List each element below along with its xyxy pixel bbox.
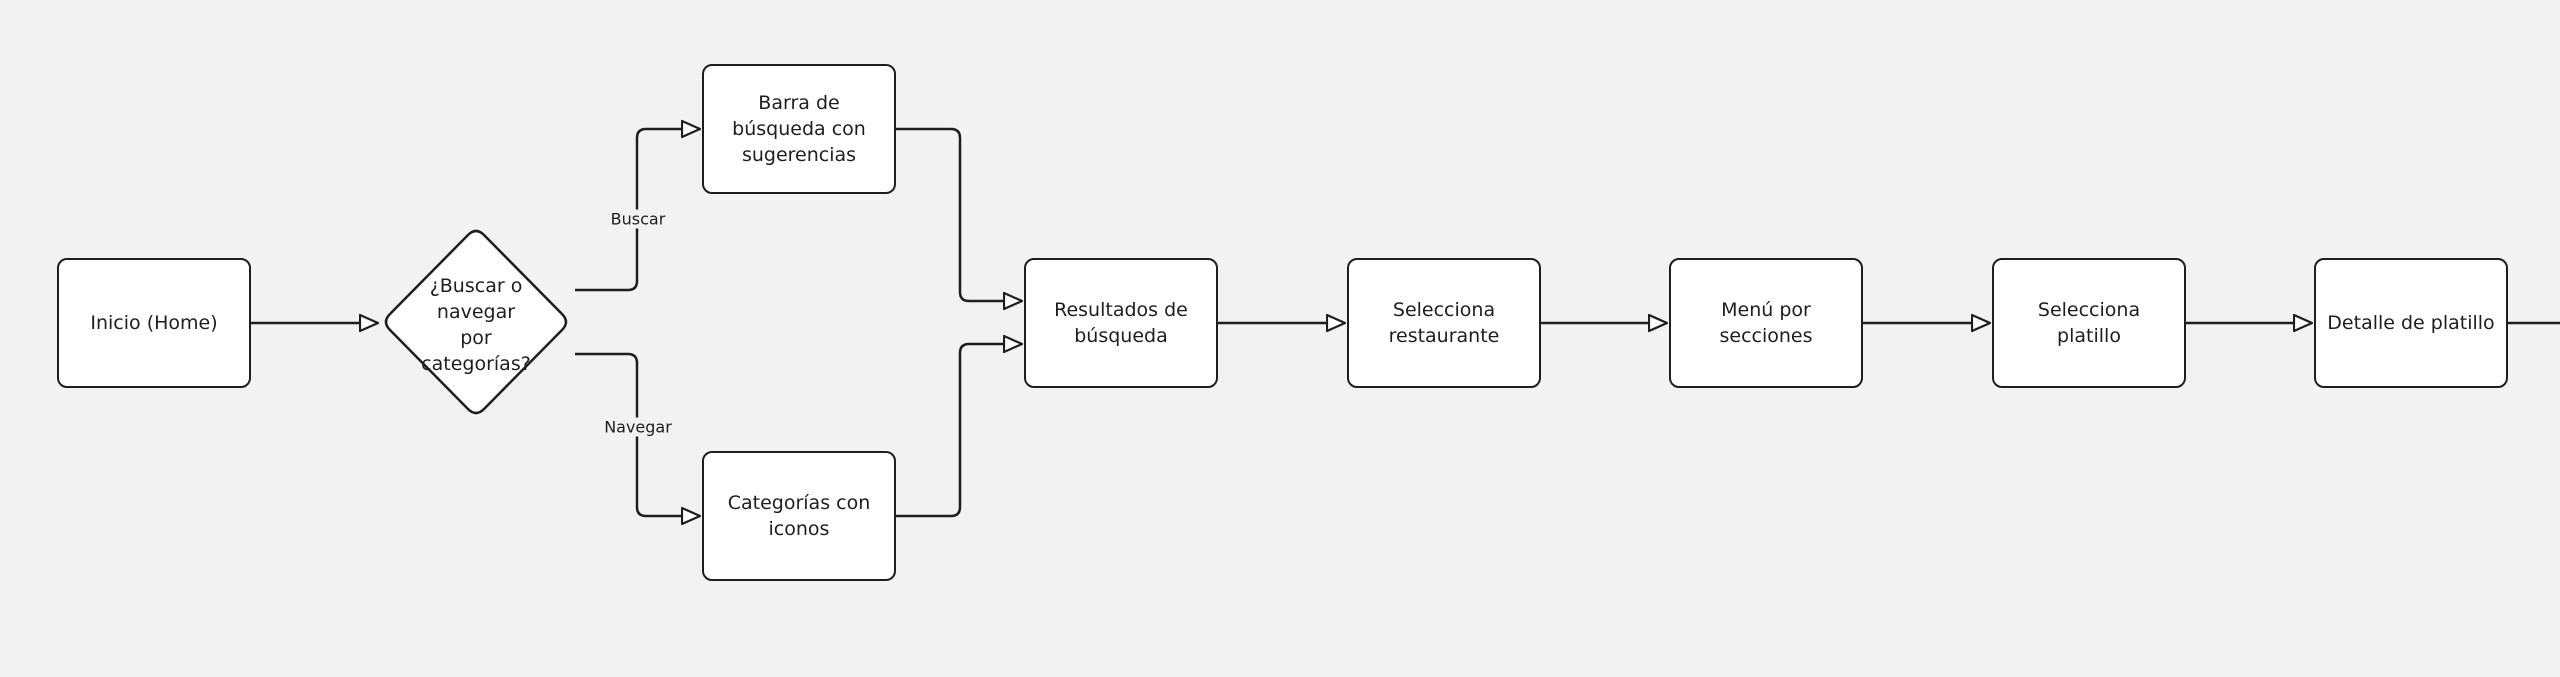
decision-label-line-3: por xyxy=(460,327,492,349)
node-selecciona-restaurante[interactable]: Selecciona restaurante xyxy=(1347,258,1541,388)
decision-label-line-4: categorías? xyxy=(421,353,531,375)
decision-label-line-1: ¿Buscar o xyxy=(429,275,523,297)
node-resultados-label-line-2: búsqueda xyxy=(1074,325,1168,347)
node-categorias[interactable]: Categorías con iconos xyxy=(702,451,896,581)
node-platillo-label: Selecciona platillo xyxy=(2037,299,2141,347)
decision-diamond-shape[interactable] xyxy=(384,229,568,415)
node-detalle-label: Detalle de platillo xyxy=(2327,312,2495,334)
node-menu-label-line-2: secciones xyxy=(1719,325,1813,347)
node-barra-label-line-1: Barra de xyxy=(758,92,840,114)
node-categorias-label-line-1: Categorías con xyxy=(727,492,871,514)
edge-label-buscar: Buscar xyxy=(608,209,668,229)
edge-categorias-to-resultados xyxy=(896,344,1022,518)
node-categorias-label-line-2: iconos xyxy=(768,518,830,540)
node-menu-secciones[interactable]: Menú por secciones xyxy=(1669,258,1863,388)
node-resultados[interactable]: Resultados de búsqueda xyxy=(1024,258,1218,388)
decision-label-line-2: navegar xyxy=(436,301,516,323)
edge-barra-to-resultados xyxy=(896,127,1022,301)
node-barra-busqueda[interactable]: Barra de búsqueda con sugerencias xyxy=(702,64,896,194)
node-detalle-platillo[interactable]: Detalle de platillo xyxy=(2314,258,2508,388)
edge-label-navegar: Navegar xyxy=(602,417,674,437)
decision-text: ¿Buscar o navegar por categorías? xyxy=(406,270,546,380)
node-resultados-label-line-1: Resultados de xyxy=(1054,299,1188,321)
node-inicio-label: Inicio (Home) xyxy=(90,312,218,334)
node-inicio[interactable]: Inicio (Home) xyxy=(57,258,251,388)
node-selecciona-platillo[interactable]: Selecciona platillo xyxy=(1992,258,2186,388)
node-restaurante-label-line-1: Selecciona xyxy=(1392,299,1496,321)
node-barra-label-line-3: sugerencias xyxy=(741,144,857,166)
node-menu-label-line-1: Menú por xyxy=(1721,299,1811,321)
node-restaurante-label-line-2: restaurante xyxy=(1388,325,1500,347)
node-barra-label-line-2: búsqueda con xyxy=(732,118,866,140)
